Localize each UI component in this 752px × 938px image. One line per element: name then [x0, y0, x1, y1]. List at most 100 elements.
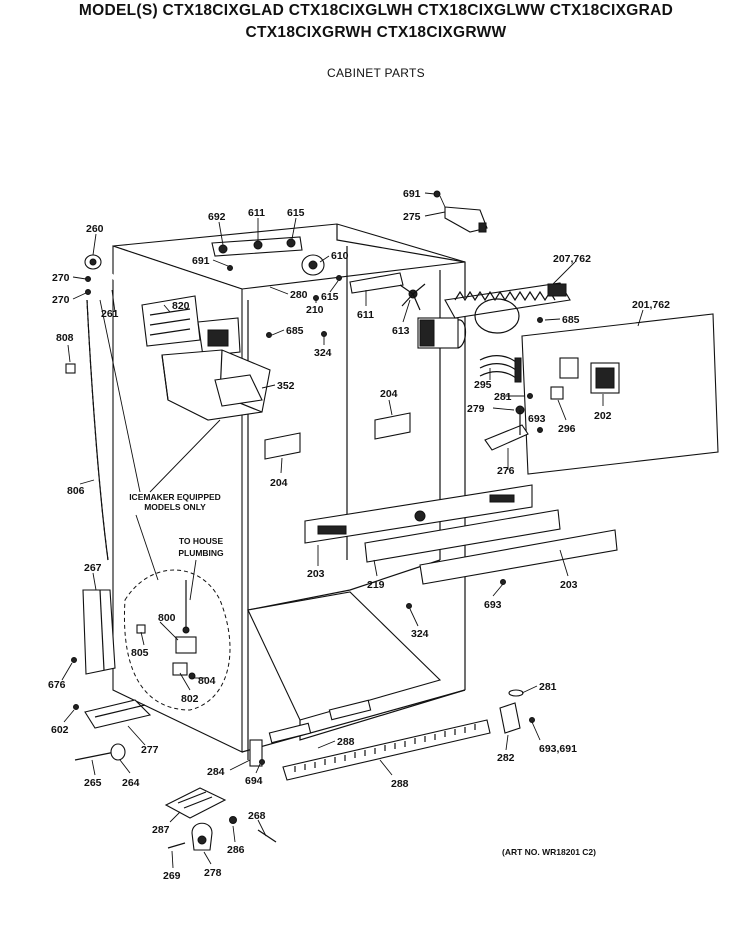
- roller-bracket-287: [164, 787, 227, 819]
- part-label-278: 278: [204, 867, 222, 879]
- part-label-324: 324: [314, 347, 332, 359]
- top-hinge-275: [433, 190, 488, 233]
- shelf-support-204: [264, 412, 411, 460]
- part-label-277: 277: [141, 744, 159, 756]
- part-labels: 691 275 692 611 615 260 691 610 207,762 …: [48, 188, 670, 882]
- part-label-694: 694: [245, 775, 263, 787]
- part-label-352: 352: [277, 380, 295, 392]
- part-label-685: 685: [286, 325, 304, 337]
- part-label-270: 270: [52, 294, 70, 306]
- part-label-693: 693: [528, 413, 546, 425]
- part-label-275: 275: [403, 211, 421, 223]
- cover-panel-267: [82, 589, 116, 675]
- part-label-281: 281: [539, 681, 557, 693]
- part-label-203: 203: [560, 579, 578, 591]
- part-label-615: 615: [321, 291, 339, 303]
- part-label-276: 276: [497, 465, 515, 477]
- grille-288: [282, 719, 491, 781]
- control-panel-201: [521, 313, 719, 475]
- rail-203-lower: [419, 529, 618, 585]
- wiring-harness-295: [479, 355, 522, 383]
- screws: [71, 265, 543, 849]
- part-label-201-762: 201,762: [632, 299, 670, 311]
- part-label-804: 804: [198, 675, 216, 687]
- evaporator-fan-motor-bracket: [417, 317, 467, 349]
- diagram-title-models: MODEL(S) CTX18CIXGLAD CTX18CIXGLWH CTX18…: [78, 2, 674, 19]
- part-label-693-691: 693,691: [539, 743, 577, 755]
- part-label-202: 202: [594, 410, 612, 422]
- icemaker-note-line2: MODELS ONLY: [144, 502, 206, 512]
- part-label-282: 282: [497, 752, 515, 764]
- roller-278: [191, 822, 213, 851]
- damper-control-610: [301, 254, 325, 276]
- defrost-timer-bracket-276: [484, 405, 529, 451]
- part-label-287: 287: [152, 824, 170, 836]
- part-label-207-762: 207,762: [553, 253, 591, 265]
- part-label-611: 611: [248, 207, 265, 219]
- icemaker-note-line1: ICEMAKER EQUIPPED: [129, 492, 221, 502]
- part-label-270: 270: [52, 272, 70, 284]
- part-label-691: 691: [192, 255, 210, 267]
- axle-265: [74, 743, 126, 761]
- part-label-806: 806: [67, 485, 85, 497]
- part-label-820: 820: [172, 300, 190, 312]
- part-label-286: 286: [227, 844, 245, 856]
- part-label-611: 611: [357, 309, 374, 321]
- fill-cup-260: [84, 254, 102, 270]
- part-label-280: 280: [290, 289, 308, 301]
- part-label-808: 808: [56, 332, 74, 344]
- part-label-269: 269: [163, 870, 181, 882]
- fan-blade-613: [399, 283, 426, 311]
- part-label-805: 805: [131, 647, 149, 659]
- part-label-204: 204: [270, 477, 288, 489]
- part-label-693: 693: [484, 599, 502, 611]
- condenser-fan-assembly-207: [444, 282, 571, 334]
- part-label-268: 268: [248, 810, 266, 822]
- bracket-284: [249, 739, 263, 767]
- part-label-284: 284: [207, 766, 225, 778]
- part-label-219: 219: [367, 579, 385, 591]
- part-label-204: 204: [380, 388, 398, 400]
- rail-219: [364, 509, 561, 563]
- grille-hinge-282: [499, 689, 524, 734]
- part-label-203: 203: [307, 568, 325, 580]
- part-label-692: 692: [208, 211, 226, 223]
- water-line-806: [65, 299, 109, 561]
- icemaker-unit-820: [141, 295, 241, 357]
- ice-bucket-352: [161, 349, 271, 421]
- rail-203-upper: [304, 484, 533, 544]
- part-label-802: 802: [181, 693, 199, 705]
- diagram-title-models-continued: CTX18CIXGRWH CTX18CIXGRWW: [245, 24, 507, 41]
- part-label-265: 265: [84, 777, 102, 789]
- plumbing-note-line1: TO HOUSE: [179, 536, 224, 546]
- fill-tube-261: [101, 266, 132, 294]
- part-label-615: 615: [287, 207, 305, 219]
- part-label-602: 602: [51, 724, 69, 736]
- part-label-261: 261: [101, 308, 119, 320]
- part-label-610: 610: [331, 250, 349, 262]
- part-label-288: 288: [391, 778, 409, 790]
- part-label-210: 210: [306, 304, 324, 316]
- diagram-subtitle: CABINET PARTS: [327, 66, 425, 80]
- part-label-267: 267: [84, 562, 102, 574]
- art-number: (ART NO. WR18201 C2): [502, 847, 596, 857]
- leader-lines: [61, 192, 644, 869]
- part-label-324: 324: [411, 628, 429, 640]
- part-label-281: 281: [494, 391, 512, 403]
- leveling-leg-bracket-277: [84, 699, 152, 729]
- part-label-288: 288: [337, 736, 355, 748]
- icemaker-fill-tube-assembly: [211, 236, 303, 257]
- part-label-691: 691: [403, 188, 421, 200]
- thermostat-611: [349, 272, 404, 294]
- plumbing-note-line2: PLUMBING: [178, 548, 224, 558]
- part-label-260: 260: [86, 223, 104, 235]
- part-label-800: 800: [158, 612, 176, 624]
- part-label-264: 264: [122, 777, 140, 789]
- part-label-296: 296: [558, 423, 576, 435]
- part-label-613: 613: [392, 325, 410, 337]
- water-valve-area: [123, 569, 231, 711]
- part-label-676: 676: [48, 679, 66, 691]
- part-label-685: 685: [562, 314, 580, 326]
- part-label-279: 279: [467, 403, 485, 415]
